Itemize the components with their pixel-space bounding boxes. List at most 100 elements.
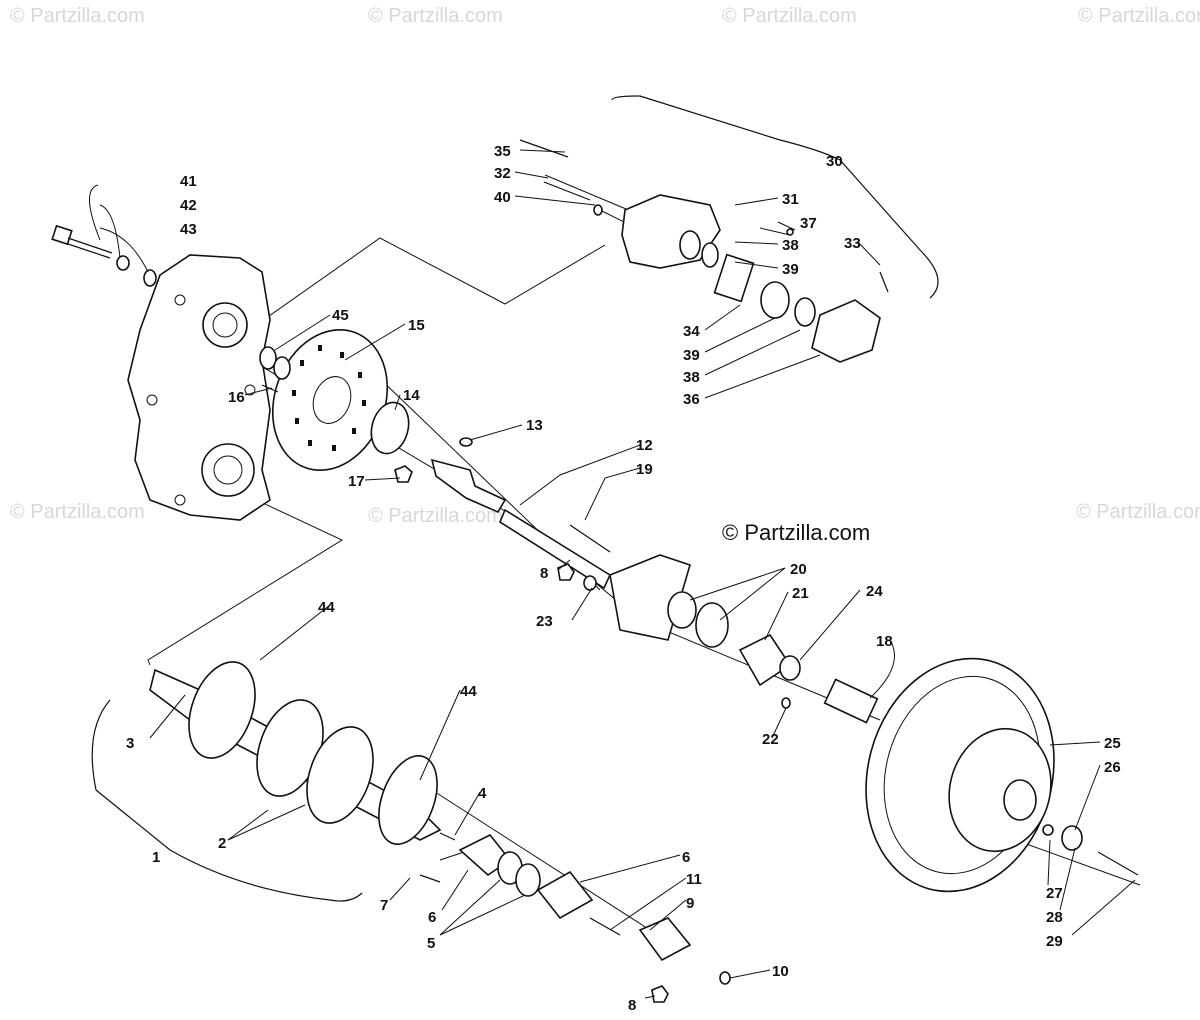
pin-35 (519, 139, 569, 158)
washer-28 (1061, 825, 1083, 851)
callout-29: 29 (1046, 933, 1063, 950)
callout-14: 14 (403, 387, 420, 404)
callout-40: 40 (494, 189, 511, 206)
washer-45a (259, 346, 277, 370)
callout-22: 22 (762, 731, 779, 748)
washer-40 (593, 204, 603, 216)
callout-28: 28 (1046, 909, 1063, 926)
caliper-assembly-30 (519, 139, 889, 363)
nut-8-lower (651, 985, 669, 1003)
jackshaft-12 (430, 437, 612, 590)
callout-12: 12 (636, 437, 653, 454)
sprocket-2b (306, 726, 374, 824)
callout-4: 4 (478, 785, 487, 802)
seal-38a (679, 230, 701, 260)
callout-18: 18 (876, 633, 893, 650)
washer-45b (273, 356, 291, 380)
plug-37 (786, 228, 794, 236)
pad-34 (713, 253, 755, 303)
callout-25: 25 (1104, 735, 1121, 752)
watermark-mid-right: © Partzilla.com (1076, 501, 1200, 523)
bearing-5b (515, 863, 541, 897)
bearing-20b (695, 602, 729, 648)
bracket-assembly-30 (611, 95, 939, 299)
bolt-41-assembly (51, 224, 157, 287)
watermark-mid-left: © Partzilla.com (10, 501, 145, 523)
callout-26: 26 (1104, 759, 1121, 776)
bolt-32 (543, 181, 591, 201)
bolt-29 (1097, 851, 1139, 876)
callout-41: 41 (180, 173, 197, 190)
lower-bearing-group (419, 833, 731, 1003)
callout-15: 15 (408, 317, 425, 334)
callout-38-upper: 38 (782, 237, 799, 254)
bolt-22 (781, 697, 791, 709)
callout-45: 45 (332, 307, 349, 324)
flange-6b (536, 870, 594, 920)
watermarks: © Partzilla.com © Partzilla.com © Partzi… (10, 5, 1200, 527)
washer-23 (583, 575, 597, 591)
ring-24 (779, 655, 801, 681)
watermark-top-left: © Partzilla.com (10, 5, 145, 27)
callout-9: 9 (686, 895, 694, 912)
callout-43: 43 (180, 221, 197, 238)
bracket-assembly-1 (91, 699, 363, 902)
callout-37: 37 (800, 215, 817, 232)
callout-30: 30 (826, 153, 843, 170)
copyright-notice: © Partzilla.com (722, 520, 870, 545)
hub-14 (370, 401, 410, 455)
sprocket-44a (188, 661, 256, 759)
watermark-top-edge: © Partzilla.com (1078, 5, 1200, 27)
spacer-18 (823, 678, 879, 724)
pin-19 (569, 524, 611, 553)
callout-35: 35 (494, 143, 511, 160)
callout-labels: 1 2 3 4 5 6 6 7 8 8 9 10 11 12 13 14 15 … (126, 143, 1121, 1014)
drive-shaft-assembly (149, 661, 456, 845)
callout-8-upper: 8 (540, 565, 548, 582)
sprocket-44b (378, 755, 438, 845)
nut-8-upper (557, 563, 575, 581)
callout-19: 19 (636, 461, 653, 478)
callout-10: 10 (772, 963, 789, 980)
watermark-top-right: © Partzilla.com (722, 5, 857, 27)
callout-7: 7 (380, 897, 388, 914)
callout-6-left: 6 (428, 909, 436, 926)
callout-20: 20 (790, 561, 807, 578)
driven-clutch-25 (865, 657, 1139, 893)
callout-32: 32 (494, 165, 511, 182)
callout-5: 5 (427, 935, 435, 952)
callout-1: 1 (152, 849, 160, 866)
callout-33: 33 (844, 235, 861, 252)
callout-42: 42 (180, 197, 197, 214)
key-4 (439, 832, 456, 841)
callout-leaders (89, 149, 1136, 999)
callout-21: 21 (792, 585, 809, 602)
callout-17: 17 (348, 473, 365, 490)
piston-39a (701, 242, 719, 268)
housing-9 (638, 917, 692, 962)
gearcase-housing (127, 254, 271, 521)
key-13 (459, 437, 473, 447)
bearing-bracket-group (557, 554, 879, 724)
bleeder-33 (879, 271, 889, 293)
callout-27: 27 (1046, 885, 1063, 902)
callout-39-lower: 39 (683, 347, 700, 364)
callout-6-right: 6 (682, 849, 690, 866)
callout-13: 13 (526, 417, 543, 434)
piston-39b (760, 281, 790, 319)
callout-16: 16 (228, 389, 245, 406)
callout-24: 24 (866, 583, 883, 600)
caliper-half-36 (811, 299, 881, 363)
callout-44-lower: 44 (460, 683, 477, 700)
brake-disc-15 (271, 328, 389, 472)
watermark-top-center: © Partzilla.com (368, 5, 503, 27)
callout-36: 36 (683, 391, 700, 408)
callout-38-lower: 38 (683, 369, 700, 386)
callout-11: 11 (686, 871, 702, 888)
bolt-7 (419, 874, 441, 883)
callout-31: 31 (782, 191, 799, 208)
washer-27 (1042, 824, 1054, 836)
bearing-20a (667, 591, 697, 629)
watermark-mid-center: © Partzilla.com (368, 505, 503, 527)
